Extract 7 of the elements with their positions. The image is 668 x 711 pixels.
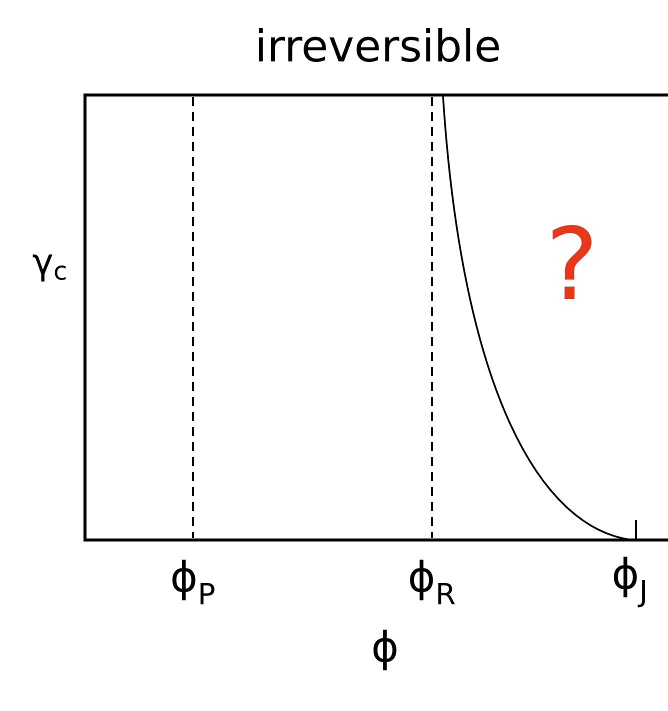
- question-mark: ?: [552, 225, 592, 299]
- tick-label: ϕ$_{J}$: [614, 556, 645, 608]
- tick-label: ϕ$_{P}$: [172, 560, 214, 604]
- axis-label: γ$_{c}$: [32, 254, 66, 282]
- axis-label: ϕ: [373, 630, 396, 670]
- title: irreversible: [258, 28, 499, 62]
- tick-label: ϕ$_{R}$: [410, 560, 455, 604]
